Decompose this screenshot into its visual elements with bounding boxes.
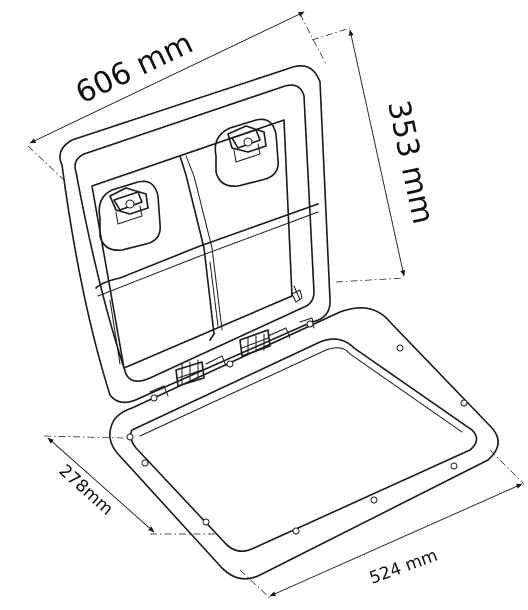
latch-left xyxy=(98,180,162,252)
frame-screw-hole xyxy=(370,496,378,504)
frame-screw-hole xyxy=(226,360,234,368)
frame-screw-hole xyxy=(126,433,134,441)
lid-compartment-outline xyxy=(91,119,293,369)
lid-horizontal-divider xyxy=(95,203,319,289)
frame-screw-hole xyxy=(150,394,158,402)
frame-screw-hole xyxy=(460,399,468,407)
frame-screw-hole xyxy=(396,344,404,352)
dimension-width-bottom: 524 mm xyxy=(239,449,525,601)
dimension-width-top: 606 mm xyxy=(27,11,327,181)
frame-screw-hole xyxy=(141,459,149,467)
lid-inner-rim xyxy=(74,84,315,382)
frame-screw-hole xyxy=(306,320,314,328)
latch-right xyxy=(214,118,279,188)
frame-screw-hole xyxy=(292,527,300,535)
frame-outer-edge xyxy=(109,306,499,580)
dimension-label-width-top: 606 mm xyxy=(70,26,198,112)
frame-screw-hole xyxy=(202,518,210,526)
lid-vertical-divider xyxy=(179,155,215,341)
dimension-label-width-bottom: 524 mm xyxy=(367,546,441,589)
frame-screw-hole xyxy=(450,462,458,470)
dimension-height-right: 353 mm xyxy=(311,27,440,283)
dimension-depth-left: 278mm xyxy=(43,435,218,535)
hatch-frame xyxy=(109,306,499,580)
frame-inner-opening xyxy=(129,338,478,552)
hatch-lid xyxy=(59,65,331,404)
